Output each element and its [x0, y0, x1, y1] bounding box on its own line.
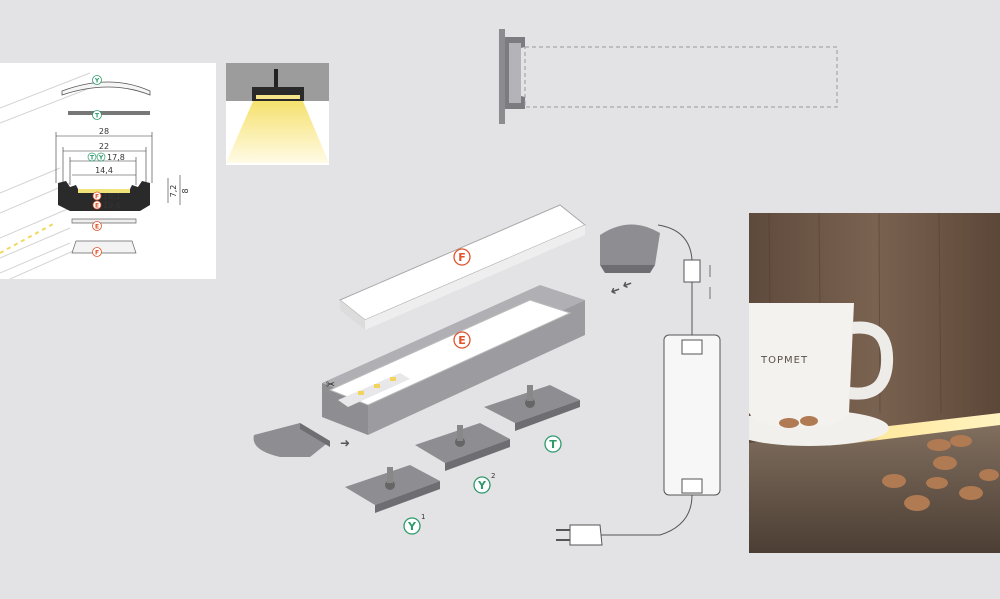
svg-text:T: T — [90, 155, 95, 162]
svg-text:T: T — [95, 113, 100, 120]
letter-badge-f-bottom: F — [92, 247, 102, 257]
mounting-clip-y2 — [415, 423, 510, 471]
svg-text:Y: Y — [98, 155, 104, 162]
svg-text:E: E — [95, 203, 99, 210]
dim-strip-width: 14,4 — [95, 166, 113, 175]
dim-channel-width: 17,8 — [107, 153, 125, 162]
arrow-left-icon-2: ➜ — [608, 282, 622, 299]
letter-badge-t: T — [544, 435, 562, 453]
end-cap-right — [600, 224, 660, 273]
letter-badge-y-top: Y — [92, 75, 102, 85]
svg-text:1: 1 — [421, 513, 425, 521]
dim-channel-width-group: T Y 17,8 — [87, 152, 125, 162]
svg-text:F: F — [458, 251, 466, 264]
dim-height-outer: 8 — [181, 188, 190, 193]
svg-text:F: F — [95, 194, 99, 201]
letter-badge-y2: Y 2 — [473, 472, 495, 494]
svg-text:Y: Y — [477, 479, 487, 492]
dim-inner-width: 22 — [99, 142, 109, 151]
dim-cover-f-height: 16,1 — [103, 192, 121, 201]
arrow-left-icon: ➜ — [620, 276, 634, 293]
almonds — [779, 416, 999, 511]
letter-badge-e-bottom: E — [92, 221, 102, 231]
end-cap-left — [253, 423, 330, 457]
letter-badge-f: F — [453, 248, 471, 266]
arrow-right-icon: ➜ — [340, 436, 350, 450]
svg-text:T: T — [549, 438, 557, 451]
dim-cover-e-height: 19,6 — [103, 201, 121, 210]
letter-badge-t-top: T — [92, 110, 102, 120]
svg-text:Y: Y — [407, 520, 417, 533]
letter-badge-y1: Y 1 — [403, 513, 425, 535]
product-photo: TOPMET — [749, 213, 1000, 553]
aluminium-profile-body — [322, 285, 585, 435]
mounting-clip-t — [484, 385, 580, 431]
wall-mount-profile-drawing — [495, 25, 845, 130]
svg-text:2: 2 — [491, 472, 495, 480]
light-beam — [226, 99, 329, 163]
letter-badge-e: E — [453, 331, 471, 349]
power-plug — [556, 524, 603, 546]
svg-text:E: E — [458, 334, 466, 347]
svg-text:Y: Y — [94, 78, 100, 85]
power-supply-driver — [600, 224, 721, 536]
cup-brand-text: TOPMET — [760, 355, 808, 366]
dimension-drawing-panel: Y T 28 22 T Y 17,8 14,4 7,2 8 — [0, 63, 216, 279]
cross-section-drawing: Y T 28 22 T Y 17,8 14,4 7,2 8 — [0, 72, 190, 279]
dim-height-inner: 7,2 — [169, 185, 178, 198]
dim-outer-width: 28 — [99, 127, 109, 136]
dim-cover-heights: F 16,1 E 19,6 — [92, 191, 121, 210]
scissors-icon: ✂ — [326, 378, 335, 391]
mounted-light-illustration — [226, 63, 329, 165]
mounting-clip-y1 — [345, 465, 440, 513]
svg-text:E: E — [95, 224, 99, 231]
svg-text:F: F — [95, 250, 99, 257]
coffee-cup: TOPMET — [749, 303, 894, 428]
exploded-assembly-diagram: F E ✂ ➜ — [240, 195, 740, 555]
